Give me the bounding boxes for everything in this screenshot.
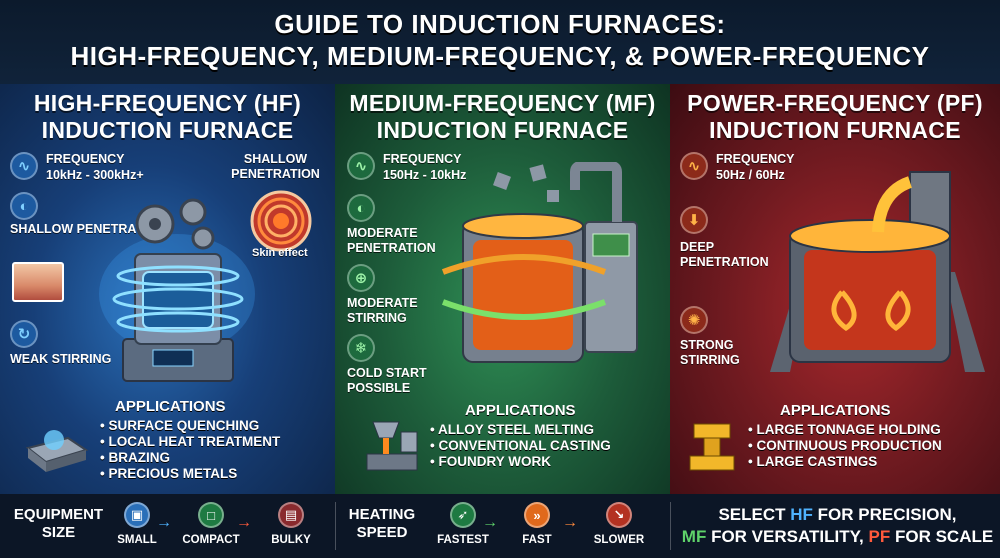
skin-effect-icon <box>250 190 312 252</box>
footer-divider <box>670 502 671 550</box>
pf-title: POWER-FREQUENCY (PF) INDUCTION FURNACE <box>670 90 1000 144</box>
equipment-size-section: EQUIPMENT SIZE ▣ → □ → ▤ SMALL COMPACT B… <box>0 494 335 558</box>
pf-frequency-value: 50Hz / 60Hz <box>716 168 785 182</box>
casting-mold-icon <box>366 421 418 471</box>
hf-applications-list: SURFACE QUENCHING LOCAL HEAT TREATMENT B… <box>100 418 280 482</box>
swirl-icon: ↻ <box>10 320 38 348</box>
rocket-icon: ➶ <box>450 502 476 528</box>
mf-cold-start: COLD START POSSIBLE <box>347 366 427 395</box>
waveform-icon: ∿ <box>10 152 38 180</box>
mf-applications-title: APPLICATIONS <box>465 402 576 419</box>
mf-frequency-value: 150Hz - 10kHz <box>383 168 467 182</box>
skin-layer-icon <box>12 262 64 302</box>
mf-furnace-illustration <box>441 162 638 363</box>
hf-app-item: LOCAL HEAT TREATMENT <box>100 434 280 450</box>
summary-mf: MF <box>681 527 707 546</box>
snowflake-icon: ❄ <box>347 334 375 362</box>
footer-divider <box>335 502 336 550</box>
arrow-down-icon: ⬇ <box>680 206 708 234</box>
penetration-icon: ◐ <box>10 192 38 220</box>
surface-quench-icon <box>25 430 89 472</box>
hf-app-item: SURFACE QUENCHING <box>100 418 280 434</box>
heating-speed-section: HEATING SPEED ➶ → » → ↘ FASTEST FAST SLO… <box>336 494 670 558</box>
summary-for-scale: FOR SCALE <box>894 527 994 546</box>
arrow-right-icon: → <box>482 514 498 531</box>
pf-stirring: STRONG STIRRING <box>680 338 740 367</box>
pf-panel: POWER-FREQUENCY (PF) INDUCTION FURNACE ∿… <box>670 84 1000 494</box>
hf-frequency-label: FREQUENCY <box>46 152 125 166</box>
hf-applications-title: APPLICATIONS <box>115 398 226 415</box>
skin-effect-label: Skin effect <box>252 247 308 259</box>
hf-penetration-left: SHALLOW PENETRATION <box>10 222 166 236</box>
mf-stirring: MODERATE STIRRING <box>347 296 418 325</box>
hf-panel: HIGH-FREQUENCY (HF) INDUCTION FURNACE ∿ … <box>0 84 335 494</box>
summary-for-precision: FOR PRECISION, <box>817 505 957 524</box>
speed-slower-label: SLOWER <box>593 534 645 546</box>
arrow-right-icon: → <box>236 514 252 531</box>
footer: EQUIPMENT SIZE ▣ → □ → ▤ SMALL COMPACT B… <box>0 494 1000 558</box>
pf-app-item: LARGE TONNAGE HOLDING <box>748 422 942 438</box>
hf-penetration-right: SHALLOW PENETRATION <box>231 152 320 181</box>
mf-applications-list: ALLOY STEEL MELTING CONVENTIONAL CASTING… <box>430 422 611 470</box>
mf-app-item: CONVENTIONAL CASTING <box>430 438 610 454</box>
speed-fast-label: FAST <box>522 534 552 546</box>
arrow-right-icon: → <box>156 514 172 531</box>
bulky-size-icon: ▤ <box>278 502 304 528</box>
compact-size-icon: □ <box>198 502 224 528</box>
summary-select: SELECT <box>718 505 786 524</box>
hf-app-item: PRECIOUS METALS <box>100 466 280 482</box>
hf-furnace-illustration <box>99 198 255 382</box>
mf-app-item: FOUNDRY WORK <box>430 454 611 470</box>
summary-for-versatility: FOR VERSATILITY, <box>711 527 864 546</box>
pf-furnace-illustration <box>770 171 985 372</box>
mf-penetration: MODERATE PENETRATION <box>347 226 436 255</box>
pf-penetration: DEEP PENETRATION <box>680 240 769 269</box>
mf-title: MEDIUM-FREQUENCY (MF) INDUCTION FURNACE <box>335 90 670 144</box>
hf-stirring: WEAK STIRRING <box>10 352 112 366</box>
summary-hf: HF <box>790 505 813 524</box>
summary-pf: PF <box>868 527 891 546</box>
hf-title: HIGH-FREQUENCY (HF) INDUCTION FURNACE <box>0 90 335 144</box>
pf-app-item: CONTINUOUS PRODUCTION <box>748 438 941 454</box>
pf-applications-title: APPLICATIONS <box>780 402 891 419</box>
size-compact-label: COMPACT <box>182 534 240 546</box>
waveform-icon: ∿ <box>680 152 708 180</box>
slow-icon: ↘ <box>606 502 632 528</box>
mf-title-line-2: INDUCTION FURNACE <box>376 117 629 143</box>
equipment-size-label: EQUIPMENT SIZE <box>13 506 104 541</box>
pf-frequency-label: FREQUENCY <box>716 152 795 166</box>
ladle-icon <box>689 423 735 471</box>
penetration-icon: ◐ <box>347 194 375 222</box>
pf-title-line-2: INDUCTION FURNACE <box>709 117 961 143</box>
stir-icon: ⊕ <box>347 264 375 292</box>
mf-panel: MEDIUM-FREQUENCY (MF) INDUCTION FURNACE … <box>335 84 670 494</box>
fast-icon: » <box>524 502 550 528</box>
size-small-label: SMALL <box>117 534 157 546</box>
speed-fastest-label: FASTEST <box>437 534 489 546</box>
waveform-icon: ∿ <box>347 152 375 180</box>
mf-app-item: ALLOY STEEL MELTING <box>430 422 611 438</box>
mf-title-line-1: MEDIUM-FREQUENCY (MF) <box>349 90 656 116</box>
hf-title-line-1: HIGH-FREQUENCY (HF) <box>33 90 302 116</box>
hf-app-item: BRAZING <box>100 450 280 466</box>
title-line-1: GUIDE TO INDUCTION FURNACES: <box>274 9 726 39</box>
mf-frequency-label: FREQUENCY <box>383 152 462 166</box>
small-size-icon: ▣ <box>124 502 150 528</box>
pf-applications-list: LARGE TONNAGE HOLDING CONTINUOUS PRODUCT… <box>748 422 942 470</box>
summary-text: SELECT HF FOR PRECISION, MF FOR VERSATIL… <box>680 504 995 548</box>
swirl-icon: ✺ <box>680 306 708 334</box>
header: GUIDE TO INDUCTION FURNACES: HIGH-FREQUE… <box>0 0 1000 84</box>
arrow-right-icon: → <box>562 514 578 531</box>
hf-frequency-value: 10kHz - 300kHz+ <box>46 168 144 182</box>
size-bulky-label: BULKY <box>271 534 311 546</box>
hf-title-line-2: INDUCTION FURNACE <box>41 117 294 143</box>
heating-speed-label: HEATING SPEED <box>348 506 416 541</box>
title-line-2: HIGH-FREQUENCY, MEDIUM-FREQUENCY, & POWE… <box>70 41 930 71</box>
pf-app-item: LARGE CASTINGS <box>748 454 942 470</box>
pf-title-line-1: POWER-FREQUENCY (PF) <box>687 90 983 116</box>
